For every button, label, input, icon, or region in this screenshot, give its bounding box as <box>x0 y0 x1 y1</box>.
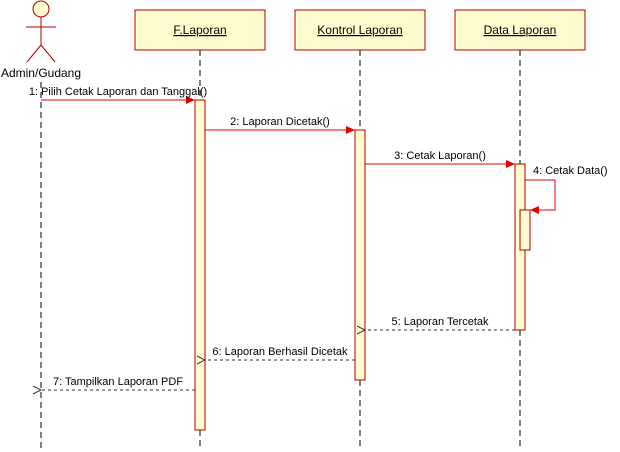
participant-label: Kontrol Laporan <box>317 23 402 37</box>
participant-box <box>294 9 426 51</box>
message-label: 4: Cetak Data() <box>533 165 608 177</box>
self-message-arrow <box>525 179 556 214</box>
participant-kontrol-laporan: Kontrol Laporan <box>294 9 426 51</box>
message-6: 6: Laporan Berhasil Dicetak <box>205 346 355 360</box>
message-1: 1: Pilih Cetak Laporan dan Tanggal() <box>29 86 207 104</box>
message-label: 6: Laporan Berhasil Dicetak <box>212 346 348 358</box>
message-label: 2: Laporan Dicetak() <box>230 116 330 128</box>
message-label: 1: Pilih Cetak Laporan dan Tanggal() <box>29 86 207 98</box>
participant-data-laporan: Data Laporan <box>454 9 586 51</box>
actor-right-leg <box>40 44 56 63</box>
message-label: 3: Cetak Laporan() <box>394 150 486 162</box>
activation-kontrol-laporan <box>354 129 366 381</box>
participant-f-laporan: F.Laporan <box>134 9 266 51</box>
participant-box <box>134 9 266 51</box>
activation-f-laporan <box>194 99 206 431</box>
participant-label: F.Laporan <box>173 23 226 37</box>
message-label: 5: Laporan Tercetak <box>391 316 489 328</box>
message-label: 7: Tampilkan Laporan PDF <box>53 376 183 388</box>
actor-label: Admin/Gudang <box>1 66 81 80</box>
message-4: 4: Cetak Data() <box>525 165 608 214</box>
message-5: 5: Laporan Tercetak <box>365 316 515 330</box>
activation-data-laporan-self <box>519 209 531 251</box>
actor-head <box>32 0 50 18</box>
message-3: 3: Cetak Laporan() <box>365 150 515 168</box>
message-7: 7: Tampilkan Laporan PDF <box>41 376 195 390</box>
actor-admin-gudang: Admin/Gudang <box>1 0 81 80</box>
actor-left-leg <box>26 44 42 63</box>
message-2: 2: Laporan Dicetak() <box>205 116 355 134</box>
participant-label: Data Laporan <box>484 23 557 37</box>
